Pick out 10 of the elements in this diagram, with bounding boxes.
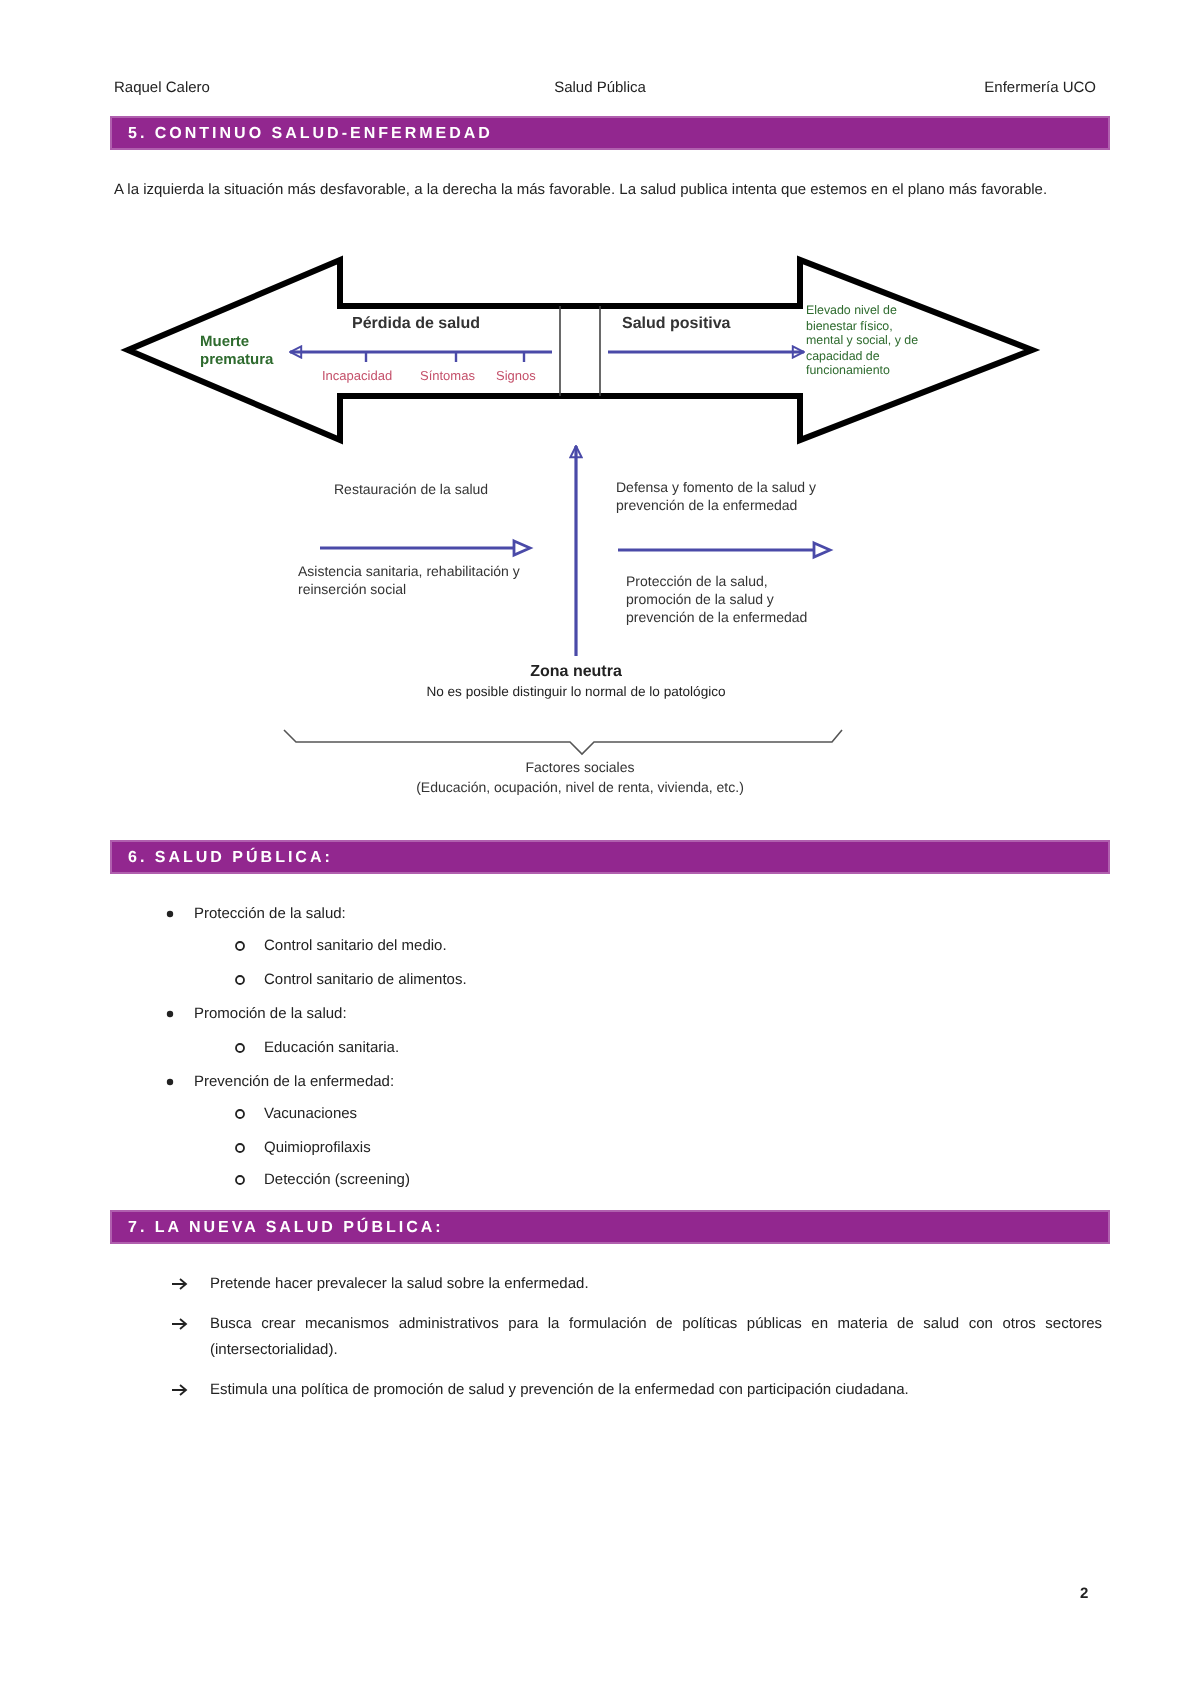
arrow — [569, 445, 583, 656]
double-arrow-shape — [124, 256, 1036, 444]
diagram-label: Salud positiva — [622, 314, 731, 332]
arrow — [608, 345, 805, 359]
section-heading: 5. CONTINUO SALUD-ENFERMEDAD — [128, 124, 493, 142]
arrow — [289, 345, 552, 359]
diagram-label: Pérdida de salud — [352, 314, 481, 332]
section-heading: 7. LA NUEVA SALUD PÚBLICA: — [128, 1218, 444, 1236]
section-heading: 6. SALUD PÚBLICA: — [128, 848, 333, 866]
zone-title: Zona neutra — [528, 660, 624, 684]
